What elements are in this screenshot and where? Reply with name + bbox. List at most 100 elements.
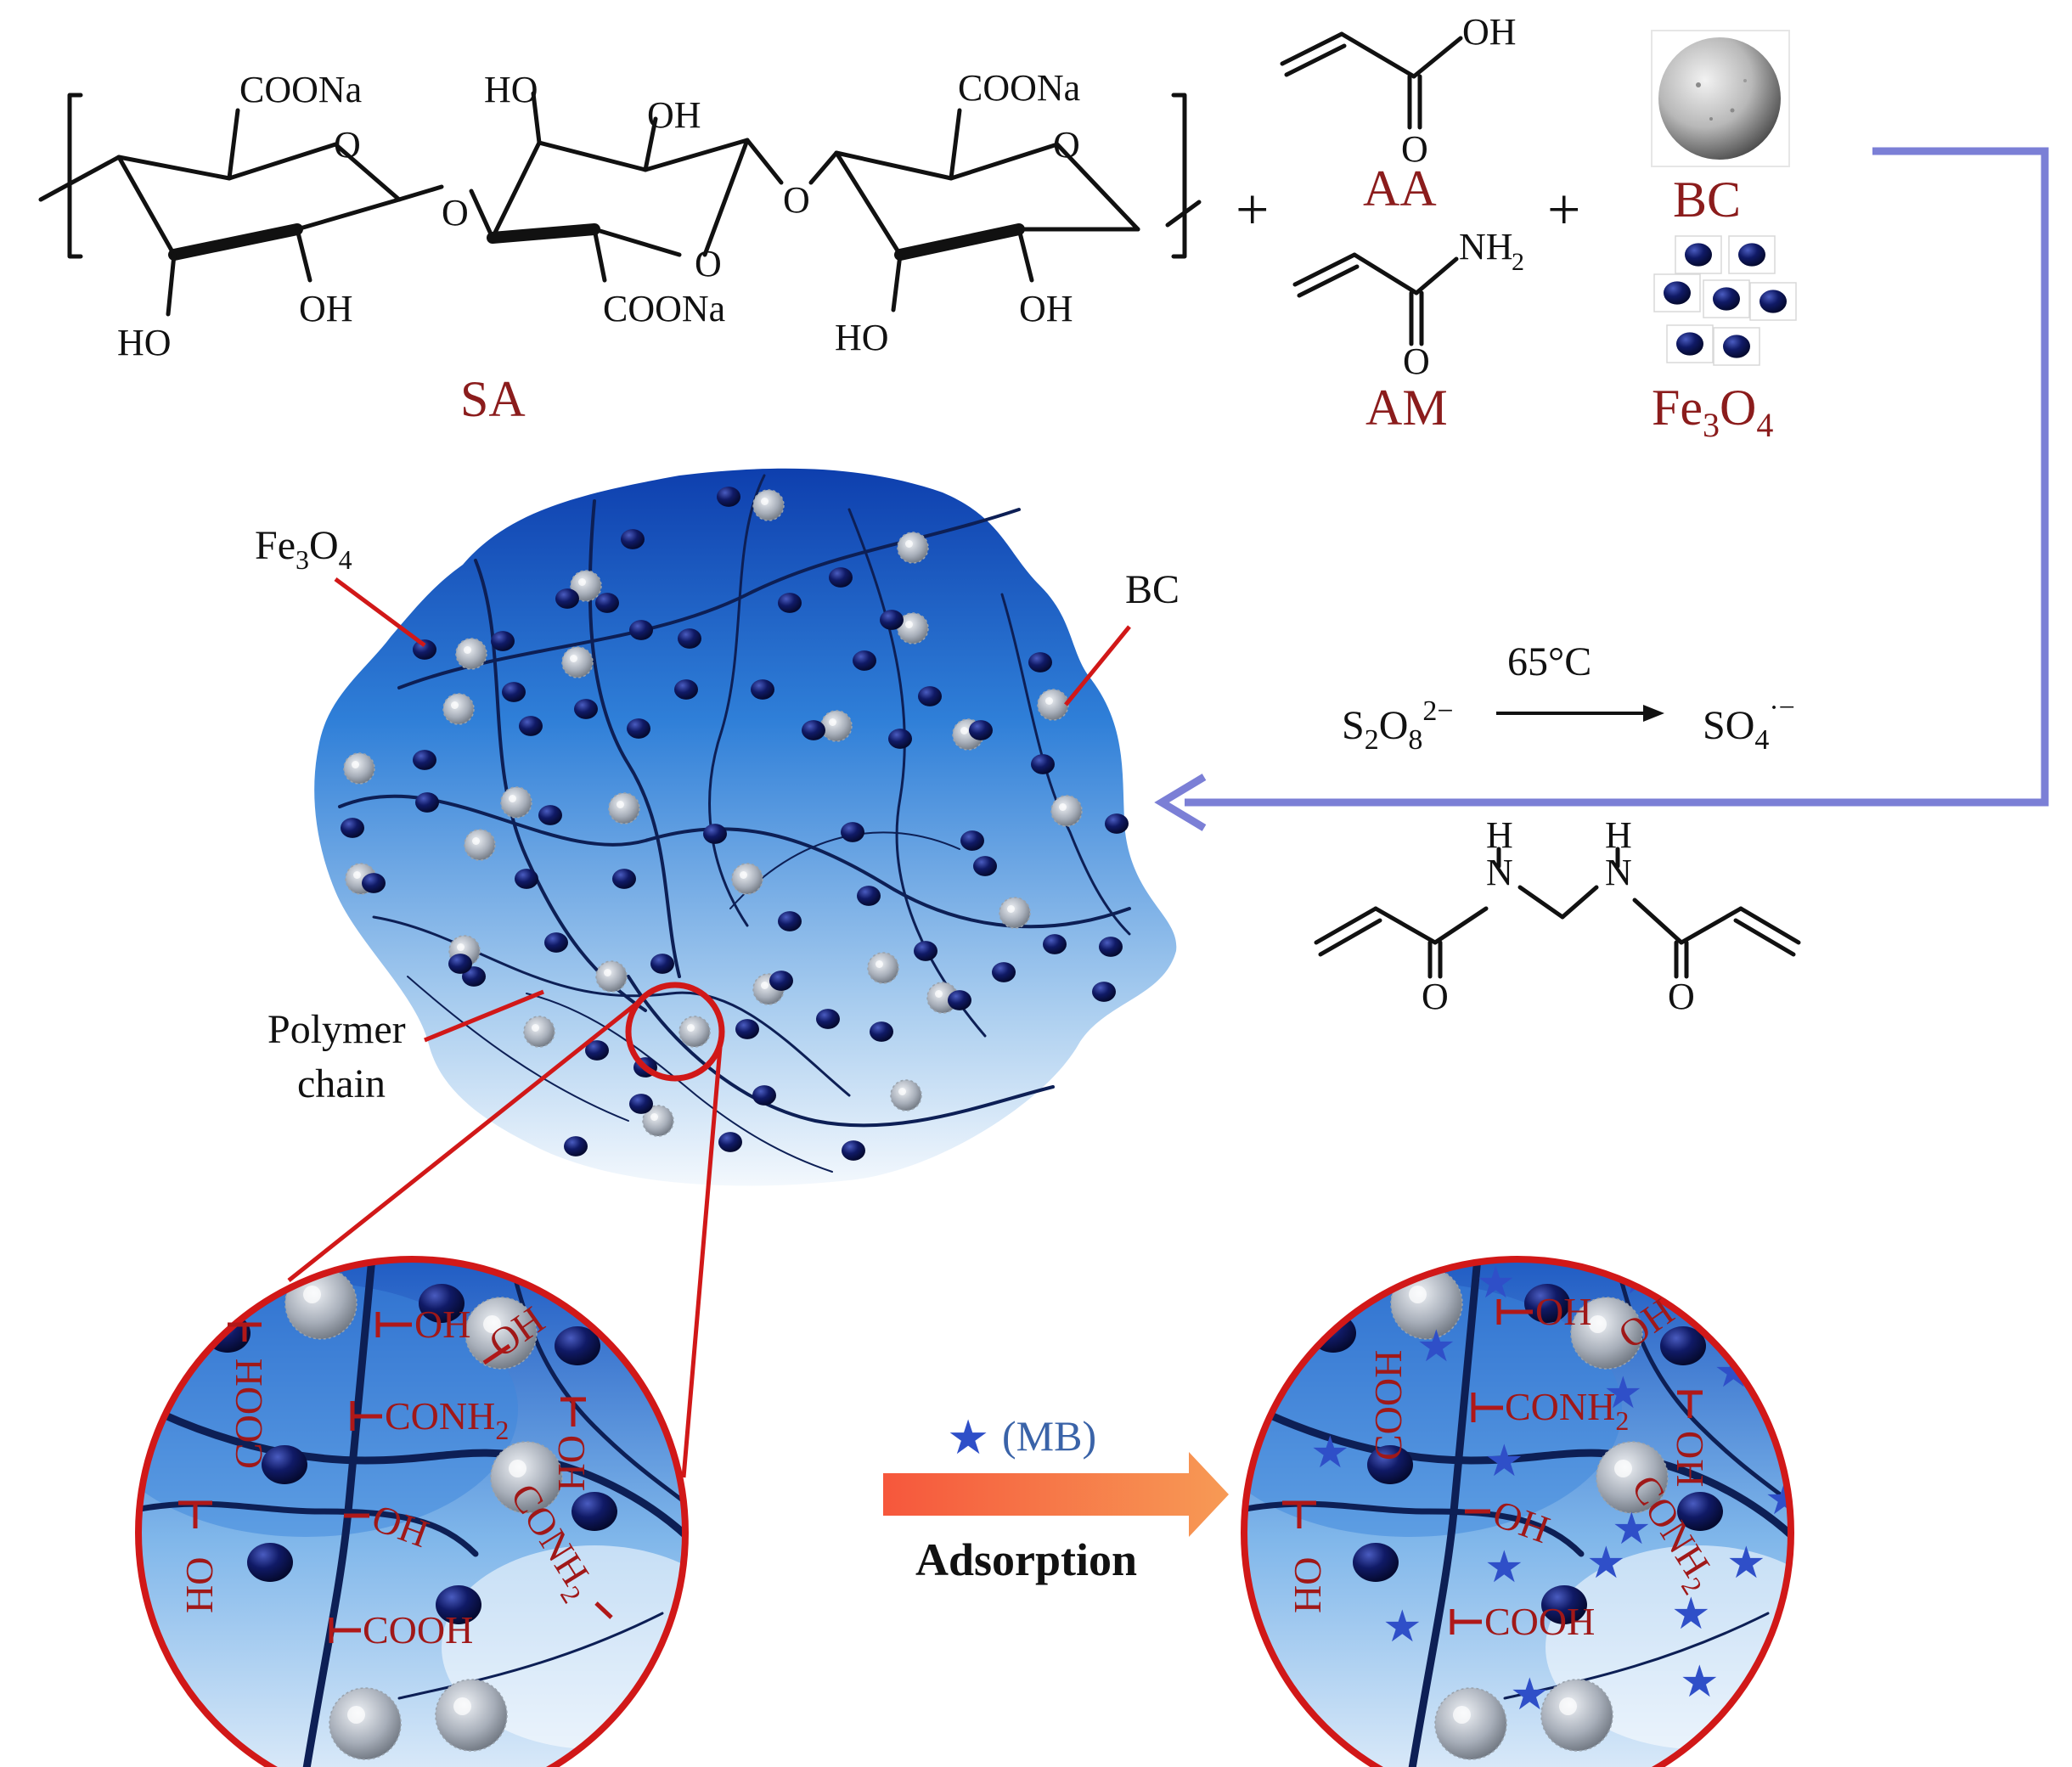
bc-particle-icon	[1570, 1297, 1643, 1370]
fe3o4-dot	[1677, 1492, 1723, 1531]
bc-particle-icon	[1390, 1267, 1463, 1340]
sa-oh-bottom-1: OH	[299, 288, 353, 329]
initiator-formula: S2O82−	[1342, 695, 1454, 756]
fe3o4-dot	[595, 593, 619, 613]
group-r-oh-3: OH	[1669, 1431, 1712, 1487]
fe3o4-dot	[1660, 1326, 1706, 1365]
polymer-chain	[526, 993, 833, 1173]
fe3o4-dot	[718, 1132, 742, 1152]
fe3o4-dot	[491, 631, 515, 651]
am-nh2: NH	[1459, 226, 1513, 267]
fe3o4-dot	[538, 805, 562, 825]
fe3o4-dot	[769, 971, 793, 991]
mb-star-icon: ★	[947, 1410, 989, 1466]
group-r-cooh-2: COOH	[1484, 1600, 1595, 1643]
mba-o-2: O	[1668, 976, 1695, 1017]
polymer-chain	[338, 794, 1131, 929]
aa-oh: OH	[1462, 11, 1517, 53]
fe3o4-particle-grid	[1653, 235, 1797, 366]
fe3o4-dot	[629, 620, 653, 640]
zoom-circle-after: ★★★★★★★★★★★★★★★★★★ OH OH COOH CONH2 OH H…	[1241, 1256, 1794, 1767]
polymer-chain-label-2: chain	[297, 1061, 386, 1106]
mb-star-icon: ★	[1680, 1657, 1720, 1708]
bc-particle-icon	[442, 693, 475, 725]
fe3o4-dot	[574, 699, 598, 719]
adsorption-arrow-icon	[883, 1452, 1229, 1537]
fe3o4-dot	[674, 679, 698, 700]
fe3o4-dot	[973, 856, 997, 876]
bc-particle-icon	[999, 897, 1031, 929]
fe3o4-dot	[1031, 754, 1055, 774]
ring1-top	[116, 142, 402, 202]
bc-particle-icon	[678, 1016, 711, 1048]
mb-star-icon: ★	[1484, 1436, 1524, 1487]
mb-star-icon: ★	[1416, 1321, 1456, 1372]
zoom-circle-before: OH OH COOH CONH2 OH HO OH CONH2 COOH	[135, 1256, 689, 1767]
hydrogel-network	[314, 468, 1177, 1186]
group-cooh-2: COOH	[363, 1608, 473, 1652]
fe3o4-dot	[778, 593, 802, 613]
mb-star-icon: ★	[1586, 1538, 1626, 1589]
svg-text:Fe3O4: Fe3O4	[1652, 380, 1773, 444]
fe3o4-dot	[621, 529, 645, 549]
fe3o4-dot	[914, 941, 937, 961]
fe3o4-dot	[515, 869, 538, 889]
fe3o4-dot	[413, 750, 436, 770]
fe3o4-particles-gel	[341, 487, 1129, 1161]
polymer-chain	[627, 975, 1055, 1128]
sa-oh-bottom-2: OH	[1019, 288, 1073, 329]
mb-star-icon: ★	[1726, 1538, 1766, 1589]
mba-h-2: H	[1605, 814, 1632, 856]
aa-o: O	[1401, 128, 1428, 170]
fe3o4-dot	[564, 1136, 588, 1156]
fe3o4-dot	[829, 567, 853, 588]
bc-particle-icon	[731, 863, 763, 895]
fe3o4-dot	[1105, 813, 1129, 834]
bc-particle-icon	[1037, 689, 1069, 721]
fe3o4-dot	[629, 1094, 653, 1114]
fe3o4-dot	[960, 830, 984, 851]
sa-structure: COONa HO OH COONa O O O O O HO OH COONa …	[38, 67, 1202, 427]
bc-particle-icon	[435, 1679, 508, 1752]
bc-particle-icon	[455, 638, 487, 670]
plus-sign-2: +	[1547, 177, 1580, 243]
bc-sphere-icon	[1658, 37, 1781, 160]
mb-star-icon: ★	[1382, 1601, 1422, 1652]
polymer-chain-label-1: Polymer	[267, 1007, 406, 1052]
sa-link-o-2: O	[783, 179, 810, 221]
am-structure: NH 2 O AM	[1292, 226, 1524, 436]
bc-particle-icon	[820, 710, 853, 742]
mb-star-icon: ★	[1612, 1504, 1652, 1555]
polymer-chain	[708, 474, 766, 927]
group-r-ho: HO	[1286, 1557, 1329, 1613]
bc-particle-icon	[642, 1105, 674, 1137]
reaction-conditions: 65°C S2O82− SO4·−	[1342, 639, 1795, 756]
plus-sign-1: +	[1236, 177, 1269, 243]
fe3o4-dot	[650, 954, 674, 974]
fe3o4-dot	[247, 1543, 293, 1582]
bc-particle-icon	[523, 1016, 555, 1048]
fe3o4-dot	[948, 990, 971, 1010]
fe3o4-dot	[1760, 290, 1787, 313]
fe3o4-dot	[802, 720, 825, 740]
polymer-chain	[847, 508, 987, 1038]
sa-coona-3: COONa	[958, 67, 1080, 109]
fe3o4-dot	[544, 932, 568, 953]
fe3o4-dot	[969, 720, 993, 740]
fe3o4-dot	[752, 1085, 776, 1106]
sa-label: SA	[460, 371, 526, 427]
zoom-circle-right-border	[1241, 1256, 1794, 1767]
bc-particle-icon	[1050, 795, 1083, 827]
fe3o4-pointer-line	[334, 577, 426, 648]
sa-ring-o-2: O	[695, 243, 722, 284]
fe3o4-dot	[555, 1326, 600, 1365]
group-r-conh2: CONH2	[1505, 1385, 1629, 1436]
fe3o4-dot	[585, 1040, 609, 1061]
mb-star-icon: ★	[1310, 1427, 1350, 1478]
sa-ring-o-3: O	[1053, 124, 1080, 166]
group-r-cooh-1: COOH	[1366, 1350, 1410, 1460]
fe3o4-dot	[1738, 243, 1765, 267]
hydrogel-body	[314, 468, 1177, 1186]
fe3o4-dot	[419, 1284, 465, 1323]
